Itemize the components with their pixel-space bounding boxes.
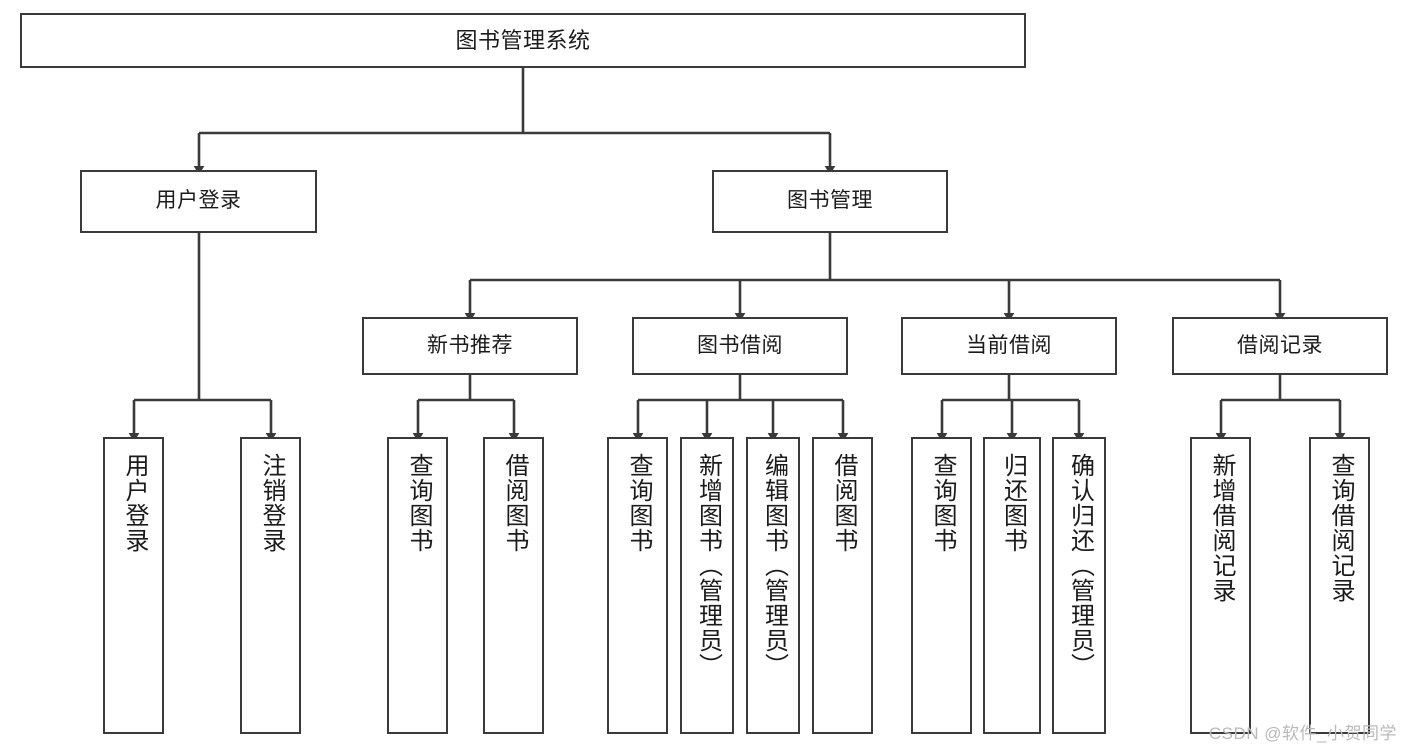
- node-root[interactable]: 图书管理系统: [20, 13, 1026, 68]
- node-book-manage-label: 图书管理: [787, 189, 873, 213]
- node-leaf-borrow-book-2-label: 借阅图书: [829, 453, 857, 553]
- watermark-text: CSDN @软件_小贺同学: [1208, 724, 1397, 743]
- node-book-borrow[interactable]: 图书借阅: [632, 317, 848, 375]
- node-leaf-confirm-return[interactable]: 确认归还（管理员）: [1052, 437, 1106, 734]
- node-book-borrow-label: 图书借阅: [697, 333, 783, 357]
- node-leaf-query-book-3[interactable]: 查询图书: [911, 437, 972, 734]
- node-leaf-query-book-2-label: 查询图书: [624, 453, 652, 553]
- node-leaf-add-book[interactable]: 新增图书（管理员）: [680, 437, 734, 734]
- node-leaf-edit-book[interactable]: 编辑图书（管理员）: [746, 437, 800, 734]
- node-root-label: 图书管理系统: [455, 27, 591, 53]
- node-leaf-query-book-2[interactable]: 查询图书: [607, 437, 668, 734]
- node-leaf-query-record-label: 查询借阅记录: [1326, 453, 1354, 603]
- node-new-book-recommend[interactable]: 新书推荐: [362, 317, 578, 375]
- node-leaf-add-book-label: 新增图书（管理员）: [694, 453, 722, 678]
- node-leaf-confirm-return-label: 确认归还（管理员）: [1066, 453, 1094, 678]
- node-leaf-query-book-1[interactable]: 查询图书: [387, 437, 448, 734]
- node-leaf-borrow-book-1[interactable]: 借阅图书: [483, 437, 544, 734]
- node-book-manage[interactable]: 图书管理: [712, 170, 948, 233]
- node-borrow-record[interactable]: 借阅记录: [1172, 317, 1388, 375]
- node-leaf-query-book-1-label: 查询图书: [404, 453, 432, 553]
- node-borrow-record-label: 借阅记录: [1237, 333, 1323, 357]
- node-leaf-add-record-label: 新增借阅记录: [1207, 453, 1235, 603]
- node-leaf-query-record[interactable]: 查询借阅记录: [1309, 437, 1370, 734]
- node-leaf-user-login-label: 用户登录: [120, 453, 148, 553]
- node-current-borrow[interactable]: 当前借阅: [901, 317, 1117, 375]
- node-leaf-return-book[interactable]: 归还图书: [983, 437, 1041, 734]
- node-leaf-user-login[interactable]: 用户登录: [103, 437, 164, 734]
- node-leaf-query-book-3-label: 查询图书: [928, 453, 956, 553]
- node-new-book-recommend-label: 新书推荐: [427, 333, 513, 357]
- node-leaf-logout[interactable]: 注销登录: [240, 437, 301, 734]
- node-user-login-label: 用户登录: [155, 189, 242, 213]
- node-leaf-logout-label: 注销登录: [257, 453, 285, 553]
- node-leaf-return-book-label: 归还图书: [999, 453, 1027, 553]
- node-current-borrow-label: 当前借阅: [966, 333, 1052, 357]
- node-leaf-edit-book-label: 编辑图书（管理员）: [760, 453, 788, 678]
- node-leaf-borrow-book-1-label: 借阅图书: [500, 453, 528, 553]
- node-leaf-add-record[interactable]: 新增借阅记录: [1190, 437, 1251, 734]
- node-leaf-borrow-book-2[interactable]: 借阅图书: [812, 437, 873, 734]
- node-user-login[interactable]: 用户登录: [80, 170, 317, 233]
